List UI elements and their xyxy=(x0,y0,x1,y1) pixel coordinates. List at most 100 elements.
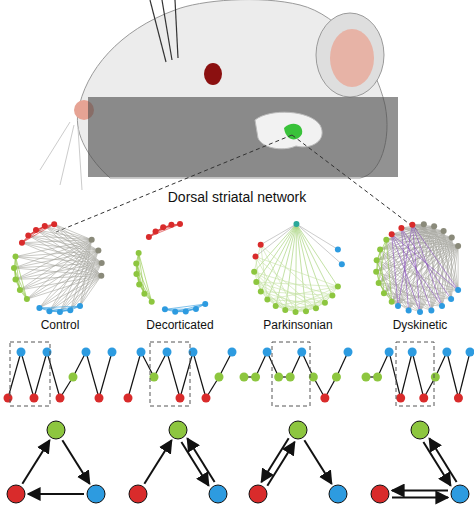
neuron-dot xyxy=(441,228,447,234)
neuron-dot xyxy=(376,280,382,286)
network-link xyxy=(80,240,92,306)
condition-label: Control xyxy=(0,318,125,332)
network-link xyxy=(325,287,338,303)
network-graphs xyxy=(11,221,461,315)
sequence-dot xyxy=(408,348,417,357)
network-link xyxy=(398,225,412,306)
network-link xyxy=(36,230,92,240)
neuron-dot xyxy=(339,261,345,267)
neuron-dot xyxy=(67,307,73,313)
neuron-dot xyxy=(252,254,258,260)
neuron-dot xyxy=(335,284,341,290)
neuron-dot xyxy=(183,309,189,315)
network-link xyxy=(296,224,341,264)
motif xyxy=(371,421,469,503)
motif-arrow xyxy=(187,438,214,482)
neuron-dot xyxy=(335,246,341,252)
sequence-dot xyxy=(202,394,211,403)
network-link xyxy=(70,263,101,310)
sequence-line xyxy=(401,352,413,398)
neuron-dot xyxy=(264,297,270,303)
network-link xyxy=(15,251,98,280)
dashed-box xyxy=(150,342,190,406)
sequence-plots xyxy=(4,342,474,406)
neuron-dot xyxy=(95,248,101,254)
neuron-dot xyxy=(33,227,39,233)
neuron-dot xyxy=(322,300,328,306)
motif-arrow xyxy=(28,493,84,495)
network-link xyxy=(186,304,205,312)
sequence-line xyxy=(412,352,424,398)
sequence-dot xyxy=(332,373,341,382)
neuron-dot xyxy=(57,309,63,315)
sequence-line xyxy=(47,352,60,398)
neuron-dot xyxy=(251,269,257,275)
network-graph xyxy=(373,221,461,315)
network-link xyxy=(296,224,337,249)
neuron-dot xyxy=(389,299,395,305)
neuron-dot xyxy=(377,246,383,252)
neuron-dot xyxy=(36,305,42,311)
sequence-dot xyxy=(362,373,371,382)
sequence-dot xyxy=(274,373,283,382)
sequence-dot xyxy=(385,348,394,357)
condition-label: Parkinsonian xyxy=(233,318,363,332)
dashed-box xyxy=(272,342,310,406)
neuron-dot xyxy=(77,303,83,309)
network-link xyxy=(139,253,152,302)
network-link xyxy=(27,251,99,300)
network-link xyxy=(379,283,392,302)
network-link xyxy=(386,240,458,290)
activation-sequence xyxy=(4,342,117,406)
network-link xyxy=(136,274,151,302)
network-link xyxy=(256,224,296,282)
sequence-dot xyxy=(320,394,329,403)
sequence-line xyxy=(128,352,141,398)
sequence-dot xyxy=(4,394,13,403)
network-link xyxy=(392,234,458,290)
motif-node xyxy=(451,485,469,503)
motif-arrow xyxy=(261,438,288,482)
network-graph xyxy=(11,221,105,315)
network-link xyxy=(14,240,92,268)
neuron-dot xyxy=(99,260,105,266)
neuron-dot xyxy=(253,279,259,285)
network-link xyxy=(15,279,26,299)
sequence-dot xyxy=(373,373,382,382)
sequence-line xyxy=(458,352,470,398)
neuron-dot xyxy=(395,303,401,309)
neuron-dot xyxy=(146,234,152,240)
network-link xyxy=(261,245,296,312)
network-graph xyxy=(133,221,208,315)
neuron-dot xyxy=(136,250,142,256)
motif-node xyxy=(7,485,25,503)
sequence-line xyxy=(447,352,459,398)
motif xyxy=(249,421,347,503)
sequence-dot xyxy=(17,348,26,357)
neuron-dot xyxy=(162,306,168,312)
neuron-dot xyxy=(98,273,104,279)
neuron-dot xyxy=(381,290,387,296)
neuron-dot xyxy=(417,309,423,315)
sequence-dot xyxy=(150,373,159,382)
network-link xyxy=(295,224,297,312)
network-link xyxy=(296,224,315,308)
activation-sequence xyxy=(240,342,353,406)
sequence-dot xyxy=(419,394,428,403)
network-link xyxy=(451,238,453,300)
neuron-dot xyxy=(389,231,395,237)
motif-node xyxy=(411,421,429,439)
network-link xyxy=(136,274,144,294)
network-link xyxy=(49,240,91,311)
neuron-dot xyxy=(177,221,183,227)
network-link xyxy=(149,224,180,237)
rat-head xyxy=(40,0,420,232)
neuron-dot xyxy=(136,281,142,287)
neuron-dot xyxy=(303,308,309,314)
network-link xyxy=(392,234,398,306)
motif-node xyxy=(47,421,65,439)
sequence-dot xyxy=(176,394,185,403)
motif-node xyxy=(249,485,267,503)
sequence-dot xyxy=(163,348,172,357)
